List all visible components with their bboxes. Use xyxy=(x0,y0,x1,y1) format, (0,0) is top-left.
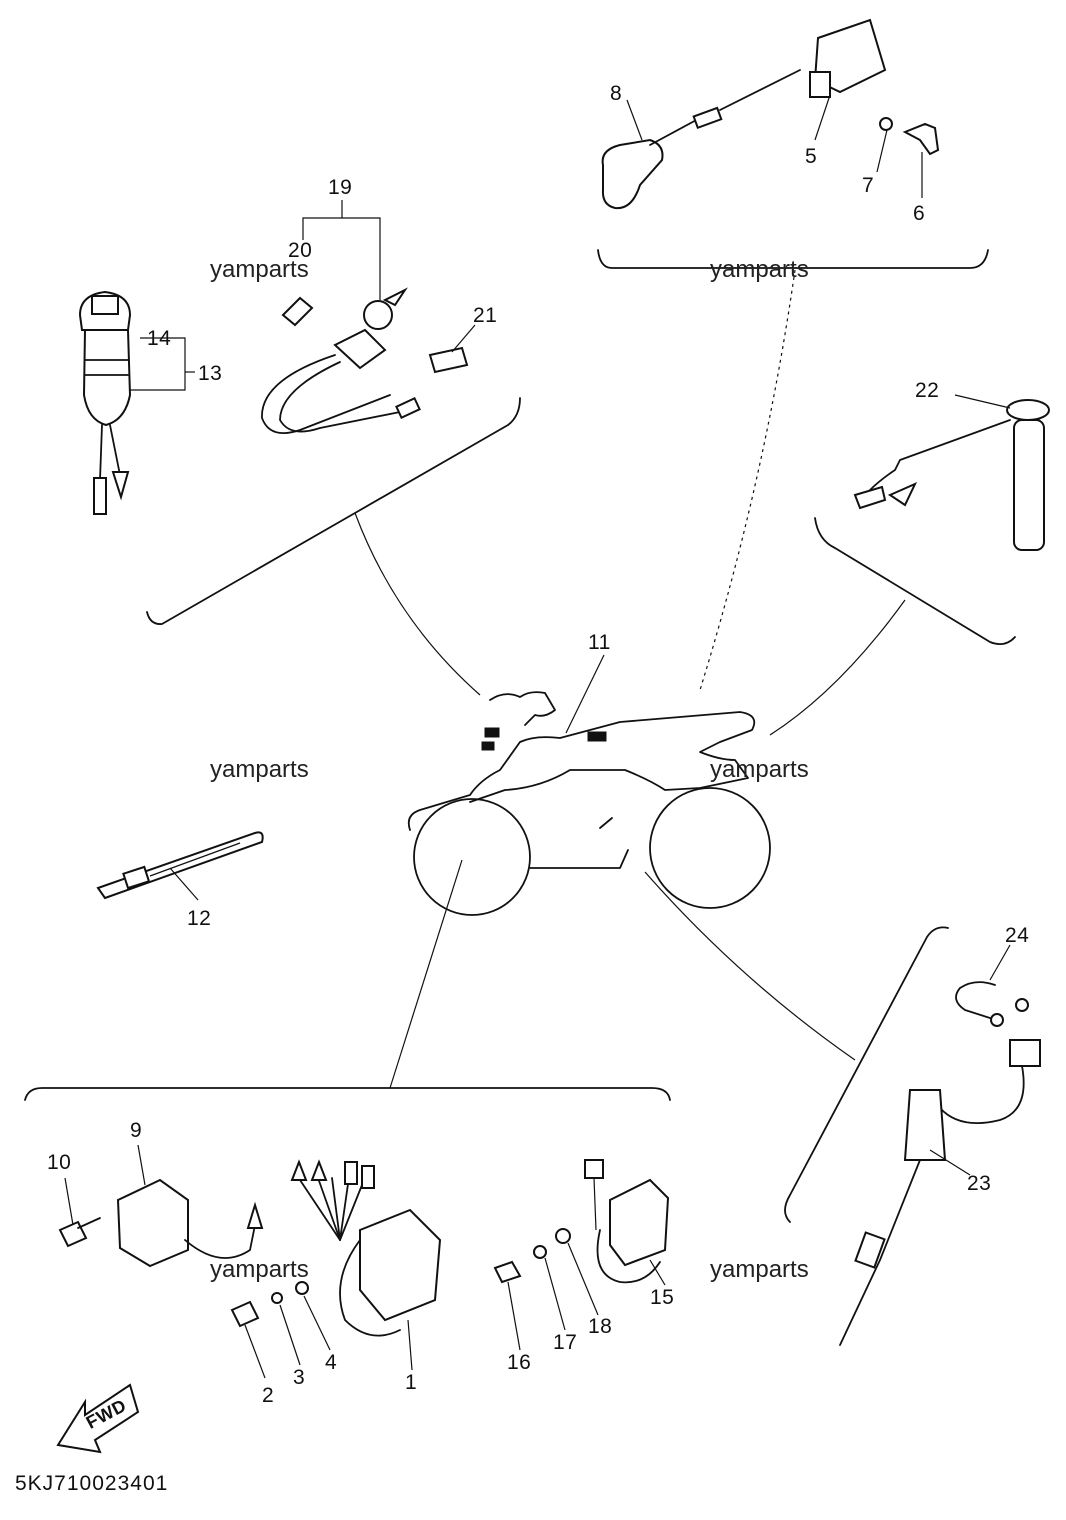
callout-18: 18 xyxy=(588,1315,613,1338)
cable-tie xyxy=(96,831,264,901)
callout-21: 21 xyxy=(473,304,498,327)
fwd-arrow xyxy=(56,1383,140,1454)
watermark: yamparts xyxy=(710,256,809,283)
clamp-24 xyxy=(955,944,1029,1027)
leader-top-left xyxy=(354,512,481,696)
callout-5: 5 xyxy=(805,145,818,168)
callout-9: 9 xyxy=(130,1119,143,1142)
callout-2: 2 xyxy=(262,1384,275,1407)
part-2-3-4-hardware xyxy=(230,1281,331,1379)
part-9-coil xyxy=(116,1144,264,1268)
bracket-top-left xyxy=(146,397,521,625)
spark-plug-cap-assembly xyxy=(601,18,940,210)
leader-bottom xyxy=(389,859,463,1089)
main-switch xyxy=(78,290,195,515)
callout-22: 22 xyxy=(915,379,940,402)
callout-4: 4 xyxy=(325,1351,338,1374)
vehicle-outline xyxy=(407,691,771,916)
callout-14: 14 xyxy=(147,327,172,350)
part-16-17-18-hardware xyxy=(493,1228,599,1351)
callout-12: 12 xyxy=(187,907,212,930)
part-1-cdi xyxy=(290,1159,442,1371)
sensor-22 xyxy=(853,394,1050,551)
part-10-bolt xyxy=(58,1177,101,1248)
callout-11: 11 xyxy=(588,631,611,654)
callout-3: 3 xyxy=(293,1366,306,1389)
drawing-code: 5KJ710023401 xyxy=(15,1472,169,1495)
watermark: yamparts xyxy=(710,756,809,783)
callout-16: 16 xyxy=(507,1351,532,1374)
callout-13: 13 xyxy=(198,362,223,385)
bracket-bottom-right xyxy=(784,926,949,1223)
callout-10: 10 xyxy=(47,1151,72,1174)
callout-15: 15 xyxy=(650,1286,675,1309)
watermark: yamparts xyxy=(210,1256,309,1283)
bracket-bottom xyxy=(24,1087,671,1101)
switch-23 xyxy=(839,1039,1041,1346)
callout-1: 1 xyxy=(405,1371,418,1394)
plug-cap-lead xyxy=(261,200,476,434)
callout-24: 24 xyxy=(1005,924,1030,947)
callout-19: 19 xyxy=(328,176,353,199)
callout-7: 7 xyxy=(862,174,875,197)
watermark: yamparts xyxy=(210,756,309,783)
callout-17: 17 xyxy=(553,1331,578,1354)
leader-bottom-right xyxy=(644,871,856,1061)
callout-23: 23 xyxy=(967,1172,992,1195)
callout-20: 20 xyxy=(288,239,313,262)
part-15-coil xyxy=(584,1159,670,1286)
bracket-right xyxy=(814,517,1016,646)
callout-8: 8 xyxy=(610,82,623,105)
leader-right xyxy=(769,599,906,736)
bracket-top-right xyxy=(597,249,989,269)
watermark: yamparts xyxy=(710,1256,809,1283)
callout-6: 6 xyxy=(913,202,926,225)
leader-top-right xyxy=(699,269,796,691)
watermark: yamparts xyxy=(210,256,309,283)
